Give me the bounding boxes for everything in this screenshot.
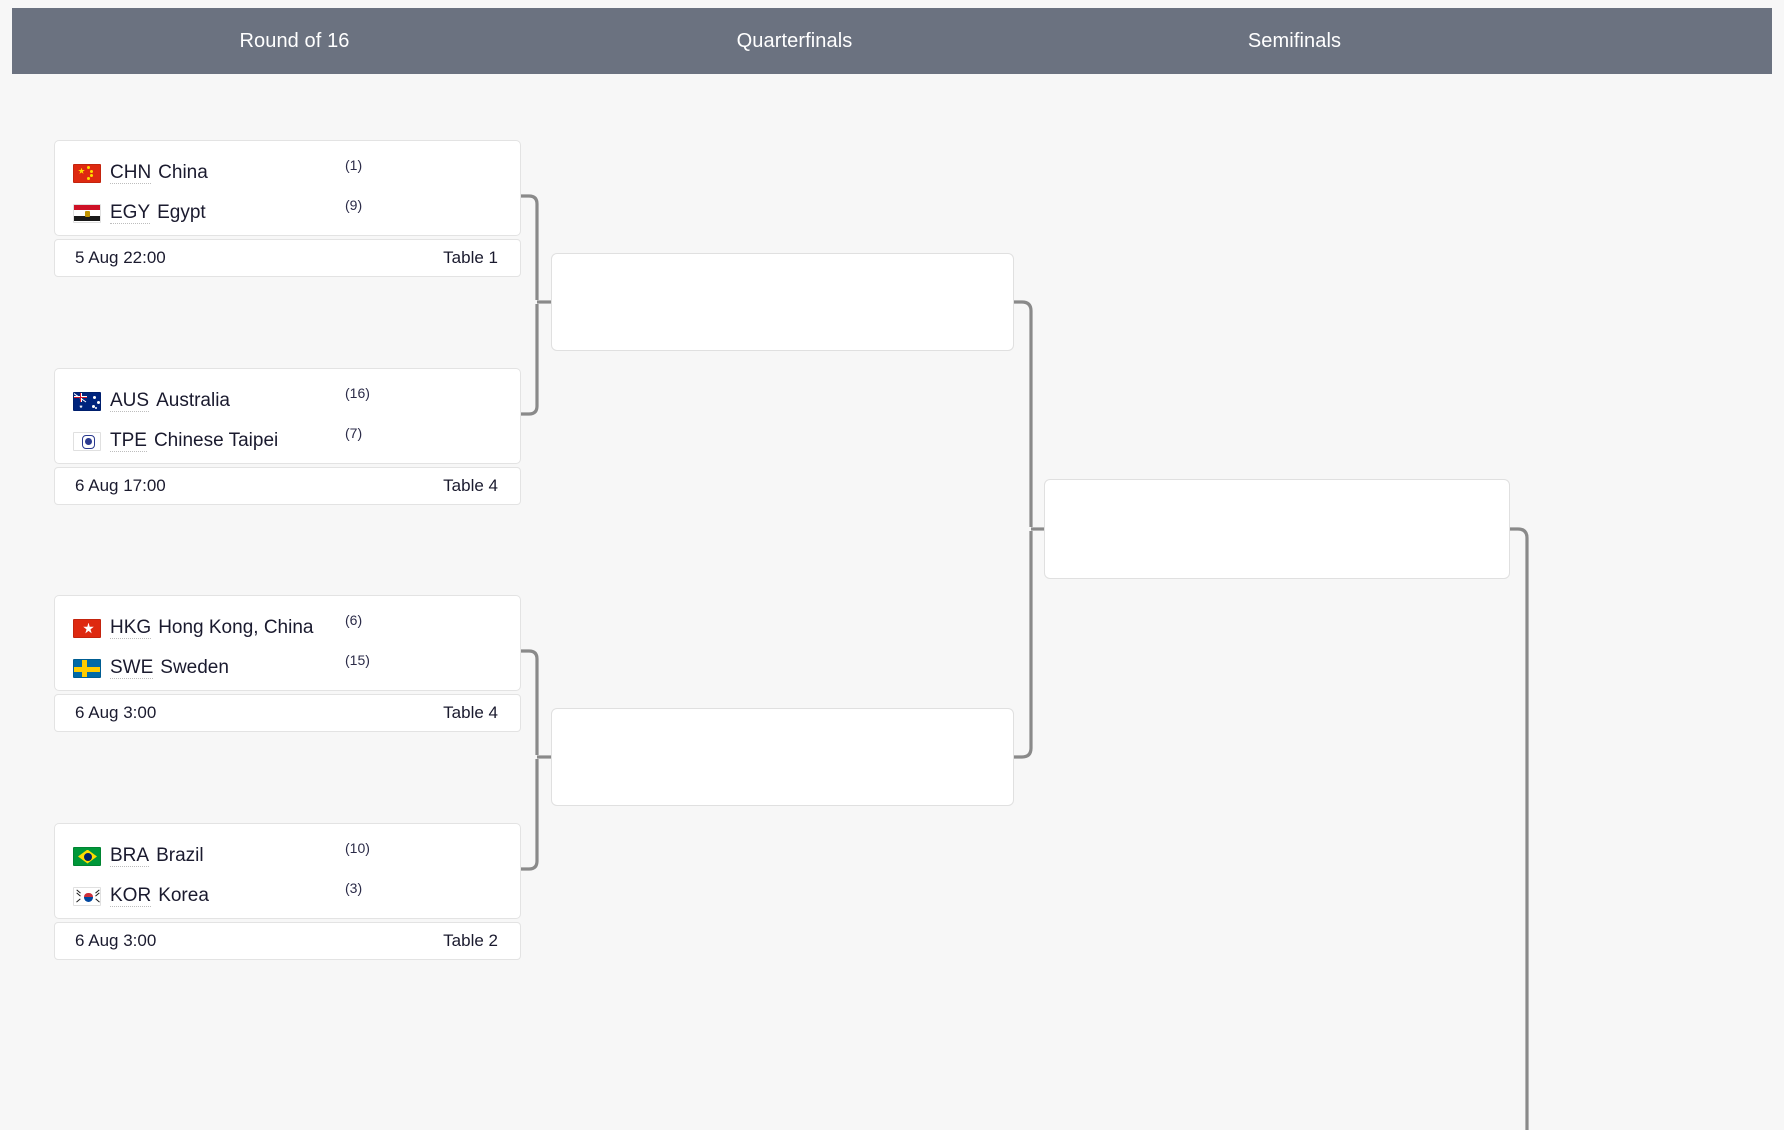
flag-kr-icon xyxy=(73,886,101,906)
match-teams: CHN China (1) EGY Egypt (9) xyxy=(54,140,521,236)
match-card-r16-3[interactable]: HKG Hong Kong, China (6) SWE Sweden (15)… xyxy=(54,595,521,732)
match-footer: 6 Aug 17:00 Table 4 xyxy=(54,467,521,505)
match-table: Table 1 xyxy=(443,248,498,267)
team-row[interactable]: EGY Egypt (9) xyxy=(73,193,502,233)
match-card-qf-2[interactable] xyxy=(551,708,1014,806)
match-footer: 5 Aug 22:00 Table 1 xyxy=(54,239,521,277)
team-code: TPE xyxy=(110,429,147,453)
team-code: KOR xyxy=(110,884,152,908)
flag-br-icon xyxy=(73,846,101,866)
team-name: Australia xyxy=(156,390,230,412)
team-row[interactable]: KOR Korea (3) xyxy=(73,876,502,916)
team-seed: (3) xyxy=(345,880,363,896)
team-row[interactable]: BRA Brazil (10) xyxy=(73,836,502,876)
match-time: 6 Aug 3:00 xyxy=(75,931,157,950)
team-seed: (15) xyxy=(345,652,370,668)
match-card-sf-1[interactable] xyxy=(1044,479,1510,579)
team-row[interactable]: CHN China (1) xyxy=(73,153,502,193)
team-code: EGY xyxy=(110,201,151,225)
team-name: Chinese Taipei xyxy=(153,430,279,452)
match-footer: 6 Aug 3:00 Table 4 xyxy=(54,694,521,732)
team-seed: (9) xyxy=(345,197,363,213)
match-teams: HKG Hong Kong, China (6) SWE Sweden (15) xyxy=(54,595,521,691)
flag-hk-icon xyxy=(73,618,101,638)
flag-au-icon xyxy=(73,391,101,411)
match-time: 6 Aug 3:00 xyxy=(75,703,157,722)
match-teams: AUS Australia (16) TPE Chinese Taipei (7… xyxy=(54,368,521,464)
round-label-round-of-16: Round of 16 xyxy=(239,29,350,52)
team-row[interactable]: TPE Chinese Taipei (7) xyxy=(73,421,502,461)
flag-cn-icon xyxy=(73,163,101,183)
rounds-header: Round of 16 Quarterfinals Semifinals xyxy=(12,8,1772,74)
match-table: Table 4 xyxy=(443,703,498,722)
team-code: AUS xyxy=(110,389,150,413)
team-row[interactable]: SWE Sweden (15) xyxy=(73,648,502,688)
match-card-r16-4[interactable]: BRA Brazil (10) KOR Korea (3) 6 Aug 3:00… xyxy=(54,823,521,960)
flag-eg-icon xyxy=(73,203,101,223)
team-row[interactable]: HKG Hong Kong, China (6) xyxy=(73,608,502,648)
team-seed: (10) xyxy=(345,840,370,856)
match-card-r16-2[interactable]: AUS Australia (16) TPE Chinese Taipei (7… xyxy=(54,368,521,505)
team-code: SWE xyxy=(110,656,154,680)
round-label-semifinals: Semifinals xyxy=(1247,29,1342,52)
team-name: Brazil xyxy=(156,845,204,867)
team-name: Sweden xyxy=(160,657,229,679)
team-code: HKG xyxy=(110,616,152,640)
flag-tw-icon xyxy=(73,431,101,451)
match-card-r16-1[interactable]: CHN China (1) EGY Egypt (9) 5 Aug 22:00 … xyxy=(54,140,521,277)
team-seed: (1) xyxy=(345,157,363,173)
team-name: China xyxy=(158,162,208,184)
match-time: 5 Aug 22:00 xyxy=(75,248,166,267)
team-code: CHN xyxy=(110,161,152,185)
team-row[interactable]: AUS Australia (16) xyxy=(73,381,502,421)
team-name: Egypt xyxy=(157,202,206,224)
team-seed: (7) xyxy=(345,425,363,441)
match-card-qf-1[interactable] xyxy=(551,253,1014,351)
flag-se-icon xyxy=(73,658,101,678)
team-code: BRA xyxy=(110,844,150,868)
match-table: Table 2 xyxy=(443,931,498,950)
team-name: Hong Kong, China xyxy=(158,617,314,639)
match-time: 6 Aug 17:00 xyxy=(75,476,166,495)
team-name: Korea xyxy=(158,885,209,907)
team-seed: (6) xyxy=(345,612,363,628)
team-seed: (16) xyxy=(345,385,370,401)
match-footer: 6 Aug 3:00 Table 2 xyxy=(54,922,521,960)
match-table: Table 4 xyxy=(443,476,498,495)
round-label-quarterfinals: Quarterfinals xyxy=(736,29,853,52)
match-teams: BRA Brazil (10) KOR Korea (3) xyxy=(54,823,521,919)
